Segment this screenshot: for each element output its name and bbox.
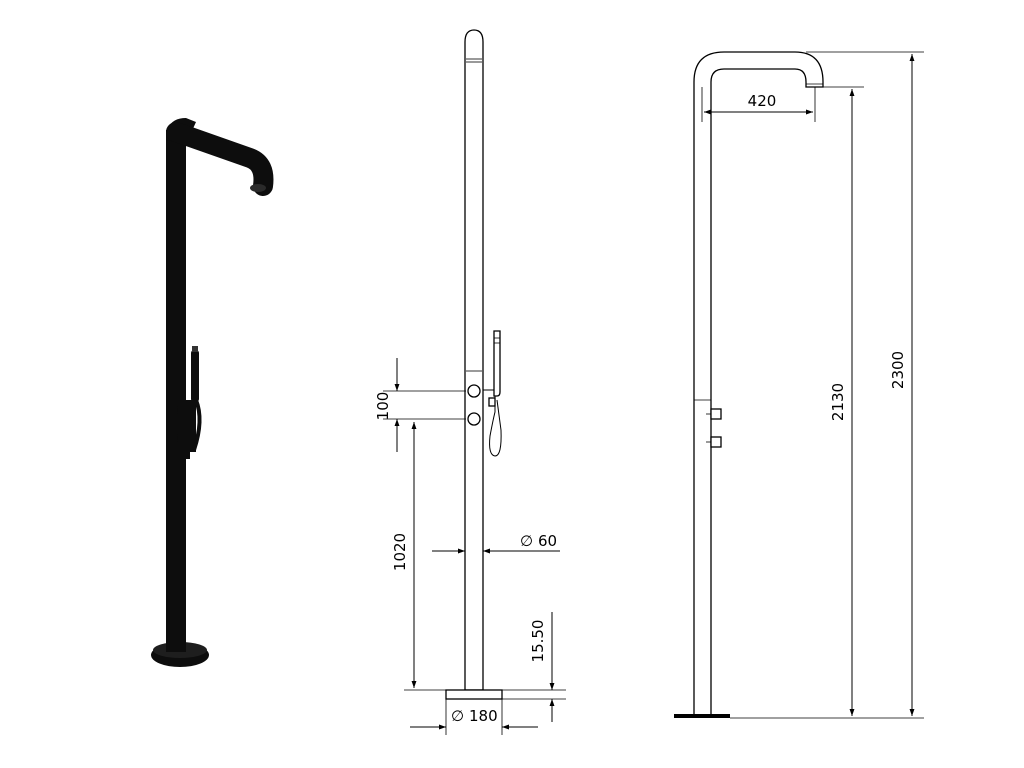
side-base [674, 714, 730, 718]
column [166, 130, 186, 652]
dim-pipe-diameter: 60 [538, 532, 557, 550]
front-elevation: 100 1020 ∅ 60 15.50 ∅ 180 [374, 29, 566, 735]
dim-control-height: 1020 [391, 533, 409, 571]
front-hand-shower [493, 330, 501, 397]
spout-arm [166, 122, 274, 196]
front-column [464, 29, 484, 691]
hose [192, 399, 202, 451]
dim-total-height: 2300 [889, 351, 907, 389]
side-control-upper [710, 408, 722, 420]
dim-base-thickness: 15.50 [529, 620, 547, 663]
perspective-view [151, 118, 274, 667]
dim-outlet-height: 2130 [829, 383, 847, 421]
front-control-lower [467, 412, 481, 426]
hand-shower [191, 350, 199, 402]
dim-base-diameter: 180 [469, 707, 498, 725]
side-control-lower [710, 436, 722, 448]
front-base [445, 689, 503, 700]
dim-control-spacing: 100 [374, 392, 392, 421]
front-control-upper [467, 384, 481, 398]
front-hose [489, 396, 502, 457]
dim-base-diameter-symbol: ∅ [451, 707, 464, 725]
side-column [693, 51, 824, 717]
side-elevation: 420 2130 2300 [674, 51, 924, 719]
dim-spout-reach: 420 [748, 92, 777, 110]
dim-pipe-diameter-symbol: ∅ [520, 532, 533, 550]
